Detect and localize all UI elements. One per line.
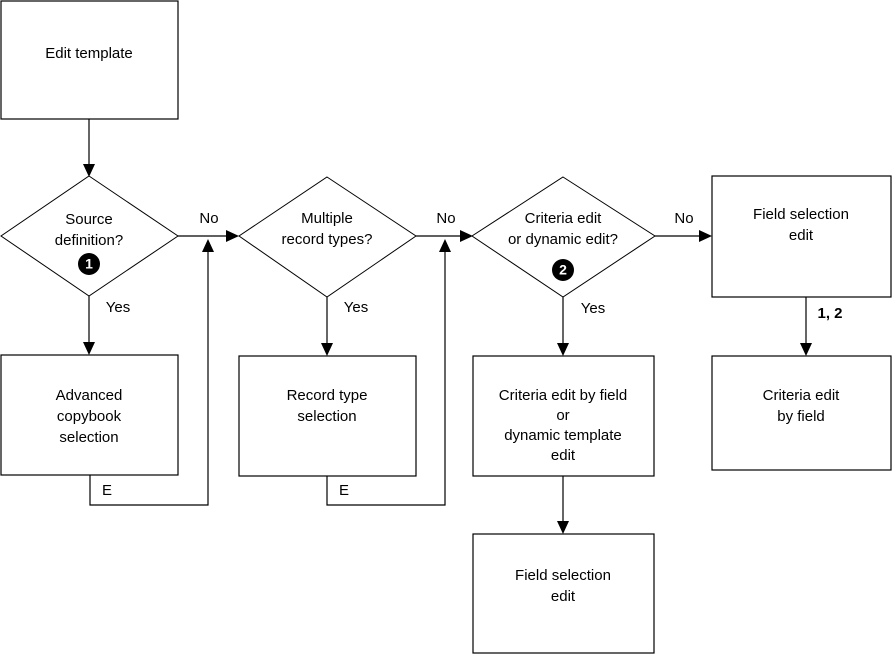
node-field-selection-right-label-line2: edit — [789, 227, 814, 244]
node-field-selection-mid-label-line2: edit — [551, 588, 576, 605]
node-criteria-edit-by-field-right[interactable]: Criteria edit by field — [711, 355, 892, 471]
node-record-type-selection-label-line2: selection — [297, 408, 356, 425]
edge-edit-template-to-source-definition — [83, 119, 95, 177]
edge-multiple-record-types-no — [416, 230, 473, 242]
edge-record-type-loop-e — [326, 239, 451, 506]
node-criteria-dynamic-label-line4: edit — [551, 447, 576, 464]
edge-label-loop-e-1: E — [102, 482, 112, 499]
node-advanced-copybook-label-line3: selection — [59, 429, 118, 446]
node-source-definition-label-line2: definition? — [55, 232, 123, 249]
edge-label-no-1: No — [199, 210, 218, 227]
edge-label-one-two: 1, 2 — [817, 305, 842, 322]
edge-multiple-record-types-yes — [321, 297, 333, 356]
node-criteria-dynamic-label-line2: or — [556, 407, 569, 424]
edge-label-no-3: No — [674, 210, 693, 227]
badge-label-1: 1 — [85, 256, 93, 272]
badge-circle-1 — [78, 253, 100, 275]
node-record-type-selection[interactable]: Record type selection — [238, 355, 417, 477]
node-field-selection-mid-label-line1: Field selection — [515, 567, 611, 584]
node-field-selection-edit-right[interactable]: Field selection edit — [711, 175, 892, 298]
edge-field-selection-to-criteria-by-field — [800, 297, 812, 356]
node-criteria-by-field-right-label-line2: by field — [777, 408, 825, 425]
edge-advanced-copybook-loop-e — [89, 239, 214, 506]
edge-label-no-2: No — [436, 210, 455, 227]
node-advanced-copybook-selection[interactable]: Advanced copybook selection — [0, 354, 179, 476]
edge-label-yes-3: Yes — [581, 300, 605, 317]
node-field-selection-right-label-line1: Field selection — [753, 206, 849, 223]
node-source-definition-label-line1: Source — [65, 211, 113, 228]
node-edit-template-label: Edit template — [45, 45, 133, 62]
edge-criteria-yes — [557, 297, 569, 356]
node-criteria-or-dynamic-label-line2: or dynamic edit? — [508, 231, 618, 248]
node-field-selection-edit-middle[interactable]: Field selection edit — [472, 533, 655, 654]
node-criteria-by-field-or-dynamic-template[interactable]: Criteria edit by field or dynamic templa… — [472, 355, 655, 477]
badge-circle-2 — [552, 259, 574, 281]
badge-label-2: 2 — [559, 262, 567, 278]
edge-criteria-by-field-to-field-selection — [557, 476, 569, 534]
node-criteria-dynamic-label-line3: dynamic template — [504, 427, 622, 444]
node-source-definition[interactable]: Source definition? 1 — [0, 175, 179, 297]
node-edit-template[interactable]: Edit template — [0, 0, 179, 120]
node-multiple-record-types-label-line2: record types? — [282, 231, 373, 248]
node-criteria-or-dynamic-edit[interactable]: Criteria edit or dynamic edit? 2 — [471, 176, 656, 298]
edge-source-definition-no — [178, 230, 239, 242]
node-advanced-copybook-label-line2: copybook — [57, 408, 122, 425]
node-multiple-record-types[interactable]: Multiple record types? — [238, 176, 417, 298]
node-record-type-selection-label-line1: Record type — [287, 387, 368, 404]
node-criteria-by-field-right-label-line1: Criteria edit — [763, 387, 841, 404]
node-criteria-dynamic-label-line1: Criteria edit by field — [499, 387, 627, 404]
edge-label-loop-e-2: E — [339, 482, 349, 499]
edge-label-yes-1: Yes — [106, 299, 130, 316]
edge-label-yes-2: Yes — [344, 299, 368, 316]
node-multiple-record-types-label-line1: Multiple — [301, 210, 353, 227]
edge-source-definition-yes — [83, 296, 95, 355]
node-advanced-copybook-label-line1: Advanced — [56, 387, 123, 404]
edge-criteria-no — [655, 230, 712, 242]
node-criteria-or-dynamic-label-line1: Criteria edit — [525, 210, 603, 227]
